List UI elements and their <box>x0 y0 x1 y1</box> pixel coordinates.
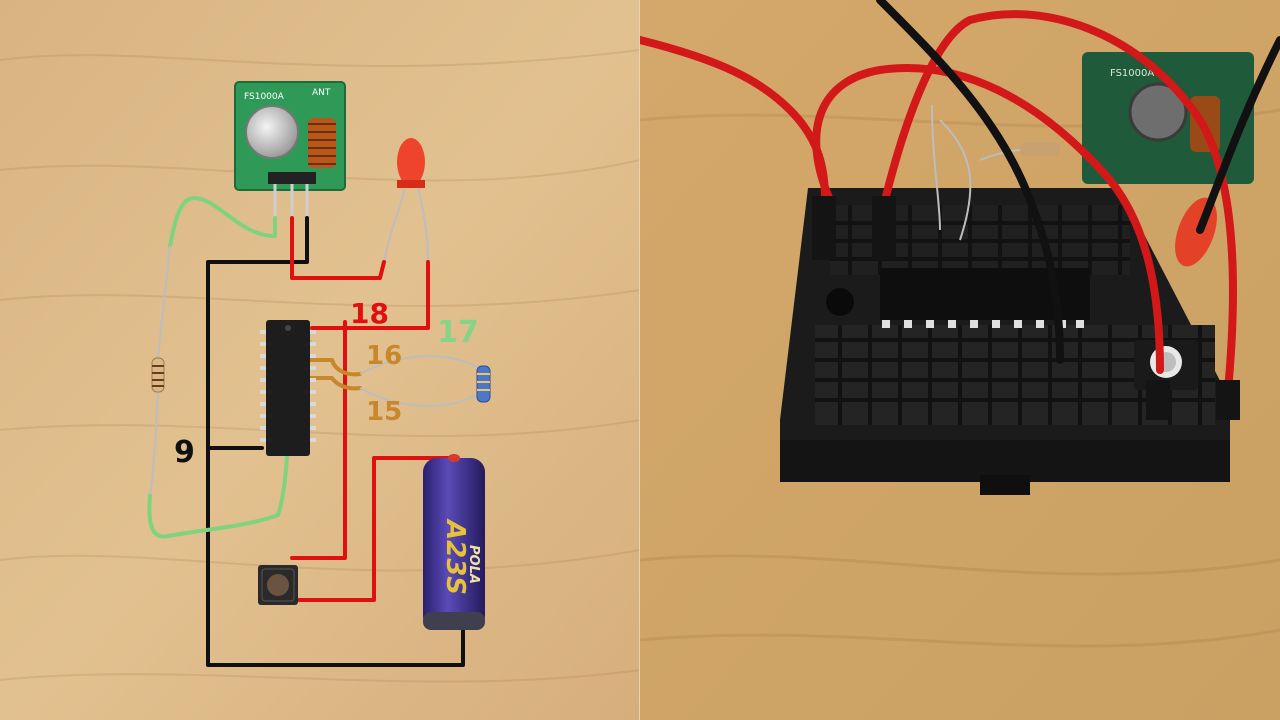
battery-wire <box>296 456 454 602</box>
breadboard-photo: FS1000A <box>640 0 1280 720</box>
pin-15-label: 15 <box>366 397 402 427</box>
breadboard-photo-panel: FS1000A <box>640 0 1280 720</box>
switch-wire <box>290 320 347 560</box>
oscillator-can <box>245 105 299 159</box>
led-power-wire <box>290 216 386 280</box>
rf-model-label: FS1000A <box>244 92 285 102</box>
rf-module-pins <box>273 184 309 218</box>
pin-9-label: 9 <box>174 435 195 470</box>
data-wire <box>168 196 277 248</box>
pin-17-label: 17 <box>437 315 479 350</box>
drawn-wiring <box>147 196 465 667</box>
ground-wire <box>206 216 465 667</box>
pin-16-label: 16 <box>366 341 402 371</box>
schematic-panel: FS1000A ANT <box>0 0 640 720</box>
red-led <box>383 138 429 263</box>
antenna-coil <box>308 118 336 168</box>
battery-model-label: A23S <box>440 518 470 595</box>
rf-model-label: FS1000A <box>1110 68 1154 79</box>
antenna-label: ANT <box>312 88 331 98</box>
a23-battery: A23S POLA <box>423 454 485 630</box>
resistor <box>931 104 1060 241</box>
oscillator-resistor <box>359 355 491 407</box>
battery-brand-label: POLA <box>466 545 481 584</box>
schematic-photo: FS1000A ANT <box>0 0 640 720</box>
rf-transmitter-module: FS1000A ANT <box>234 81 346 218</box>
pin-18-label: 18 <box>350 297 389 330</box>
push-button <box>258 565 298 605</box>
ic-pins <box>260 330 316 442</box>
encoder-ic-chip <box>260 320 316 456</box>
resistor-vertical <box>149 245 171 496</box>
jumper-wires <box>640 0 1280 420</box>
